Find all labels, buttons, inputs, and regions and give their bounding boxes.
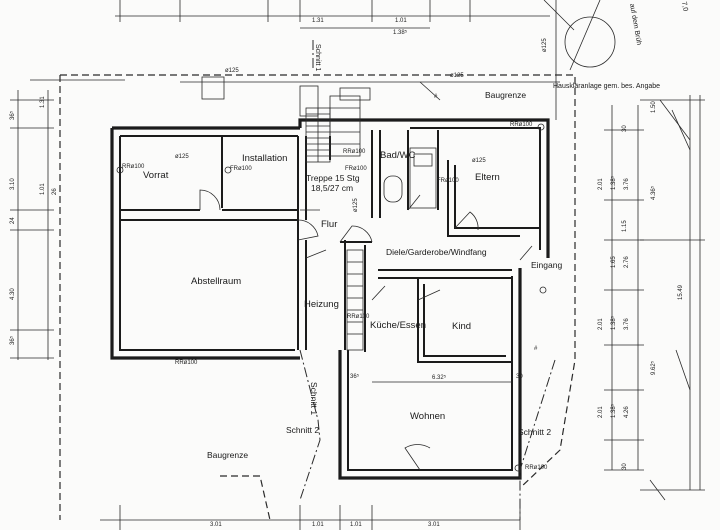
bath-fixtures: [383, 147, 437, 209]
svg-text:36⁵: 36⁵: [350, 373, 360, 380]
svg-text:3.10: 3.10: [10, 178, 16, 190]
room-kind: Kind: [452, 321, 471, 332]
svg-text:1.31: 1.31: [40, 96, 46, 108]
svg-text:1.15: 1.15: [622, 220, 628, 232]
room-abstellraum: Abstellraum: [191, 276, 241, 287]
right-dimension-chains: [604, 95, 705, 501]
svg-text:RRø100: RRø100: [175, 360, 198, 366]
svg-text:FRø100: FRø100: [437, 178, 459, 184]
street-number: 7,0: [680, 1, 689, 12]
room-kueche: Küche/Essen: [370, 320, 426, 331]
svg-text:3.76: 3.76: [624, 318, 630, 330]
dim-top-2: 1.01: [395, 18, 407, 24]
room-treppe: Treppe 15 Stg: [306, 173, 360, 183]
section-line-2: [519, 359, 556, 520]
exterior-walls: [110, 118, 550, 480]
svg-text:2.76: 2.76: [624, 256, 630, 268]
svg-text:1.65: 1.65: [611, 256, 617, 268]
dim-bottom-2: 1.01: [312, 522, 324, 528]
room-eingang: Eingang: [531, 260, 562, 270]
dim-bottom-3: 1.01: [350, 522, 362, 528]
svg-text:4.30: 4.30: [10, 288, 16, 300]
baugrenze-bottom-label: Baugrenze: [207, 450, 248, 460]
building-line-outline: [59, 74, 576, 520]
pipe-label-top-2: ø125: [450, 73, 464, 79]
room-diele: Diele/Garderobe/Windfang: [386, 247, 487, 257]
room-heizung: Heizung: [304, 299, 339, 310]
svg-text:30: 30: [622, 463, 628, 470]
top-dimension-chain: [115, 0, 550, 29]
svg-text:1.01: 1.01: [40, 183, 46, 195]
svg-text:#: #: [534, 346, 538, 352]
svg-text:RRø100: RRø100: [343, 149, 366, 155]
svg-text:3.76: 3.76: [624, 178, 630, 190]
svg-text:FRø100: FRø100: [345, 166, 367, 172]
bottom-dimension-chain: [100, 505, 521, 530]
svg-text:30: 30: [622, 125, 628, 132]
room-wohnen: Wohnen: [410, 411, 445, 422]
dim-right-outer-3: 15.49: [678, 284, 684, 300]
section-label-schnitt2-right: Schnitt 2: [518, 427, 551, 437]
room-flur: Flur: [321, 219, 337, 230]
svg-text:RRø100: RRø100: [525, 465, 548, 471]
staircase: [305, 95, 361, 163]
room-installation: Installation: [242, 153, 287, 164]
dim-right-outer-1: 1.50: [651, 101, 657, 113]
svg-text:30: 30: [516, 374, 523, 380]
hauskläranlage-label: Hauskläranlage gem. bes. Angabe: [553, 83, 660, 90]
kitchen-counter: [346, 249, 364, 351]
pipe-label-installation: ø125: [175, 154, 189, 160]
dim-wohnen-width: 6.32⁵: [432, 374, 447, 381]
svg-text:1.38⁵: 1.38⁵: [610, 175, 617, 190]
svg-text:ø125: ø125: [353, 198, 359, 212]
svg-text:36⁵: 36⁵: [9, 110, 16, 120]
section-label-schnitt1-top: Schnitt 1: [314, 44, 321, 71]
room-bad: Bad/WC: [380, 150, 416, 161]
dim-top-1: 1.31: [312, 18, 324, 24]
svg-text:#: #: [434, 94, 438, 100]
dim-right-outer-2: 4.36⁵: [650, 185, 657, 200]
dim-right-outer-4: 9.62⁵: [650, 360, 657, 375]
dim-bottom-4: 3.01: [428, 522, 440, 528]
svg-text:2.01: 2.01: [598, 178, 604, 190]
shaft-box: [201, 76, 225, 100]
svg-text:RRø100: RRø100: [122, 164, 145, 170]
svg-text:4.26: 4.26: [624, 406, 630, 418]
door-swings: [199, 189, 533, 471]
street-label: auf dem Brüh: [628, 3, 642, 46]
manhole-circle: [564, 16, 616, 68]
room-eltern: Eltern: [475, 172, 500, 183]
svg-text:RRø100: RRø100: [510, 122, 533, 128]
room-vorrat: Vorrat: [143, 170, 169, 181]
section-label-schnitt1-mid: Schnitt 1: [309, 382, 319, 415]
room-treppe-mass: 18,5/27 cm: [311, 183, 353, 193]
svg-text:FRø100: FRø100: [230, 166, 252, 172]
svg-text:26: 26: [52, 188, 58, 195]
pipe-label-top: ø125: [225, 68, 239, 74]
svg-text:2.01: 2.01: [598, 318, 604, 330]
dim-bottom-1: 3.01: [210, 522, 222, 528]
svg-text:1.38⁵: 1.38⁵: [610, 403, 617, 418]
svg-text:2.01: 2.01: [598, 406, 604, 418]
interior-walls: [120, 130, 540, 363]
svg-text:1.38⁵: 1.38⁵: [610, 315, 617, 330]
section-label-schnitt2-left: Schnitt 2: [286, 425, 319, 435]
svg-text:RRø100: RRø100: [347, 314, 370, 320]
svg-text:24: 24: [10, 217, 16, 224]
svg-text:36⁵: 36⁵: [9, 335, 16, 345]
left-dimension-chains: [10, 90, 54, 360]
dim-top-3: 1.38⁵: [393, 29, 408, 36]
pipe-label-eltern: ø125: [472, 158, 486, 164]
section-line-1: [299, 349, 321, 501]
baugrenze-top-label: Baugrenze: [485, 90, 526, 100]
pipe-label-top-right: ø125: [542, 38, 548, 52]
